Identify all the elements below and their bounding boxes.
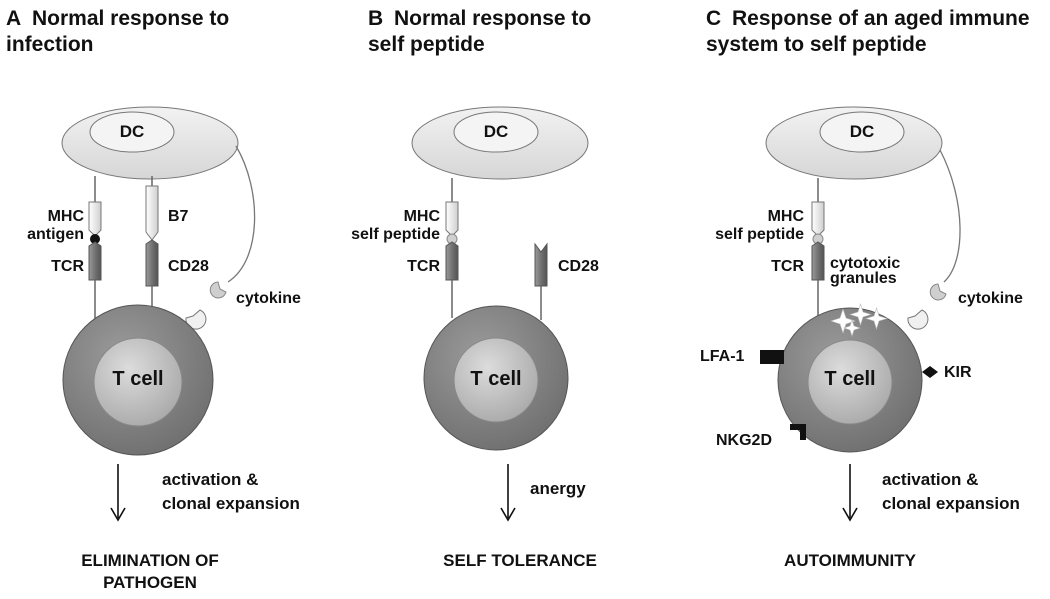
b7-label-a: B7 — [168, 208, 189, 225]
dc-nucleus-b — [453, 111, 539, 153]
cd28-label-a: CD28 — [168, 258, 209, 275]
mhc-label-a: MHC antigen — [27, 208, 84, 243]
outcome-a: ELIMINATION OF PATHOGEN — [81, 551, 219, 592]
t-cell-label-c: T cell — [824, 368, 876, 390]
outcome-b: SELF TOLERANCE — [443, 551, 597, 570]
granules-label-c: cytotoxic granules — [830, 255, 901, 287]
dc-nucleus-c — [819, 111, 905, 153]
cytokine-a — [209, 281, 227, 299]
arrow-label-c: activation & clonal expansion — [882, 470, 1020, 513]
dc-nucleus-a — [89, 111, 175, 153]
nkg2d-icon — [790, 424, 806, 440]
tcr-b — [445, 241, 459, 281]
panel-c-letter: C — [706, 7, 722, 30]
mhc-molecule-b — [445, 201, 459, 237]
t-cell-label-b: T cell — [470, 368, 522, 390]
panel-a-letter: A — [6, 7, 22, 30]
tcr-label-b: TCR — [407, 258, 440, 275]
outcome-c: AUTOIMMUNITY — [784, 551, 916, 570]
t-cell-nucleus-b — [453, 337, 539, 423]
panel-a-graphics — [61, 106, 256, 522]
kir-icon — [922, 366, 938, 378]
cytokine-c — [929, 283, 947, 301]
tcr-c — [811, 241, 825, 281]
mhc-molecule-c — [811, 201, 825, 237]
arrow-label-a: activation & clonal expansion — [162, 470, 300, 513]
cd28-b — [534, 242, 548, 287]
dc-label-a: DC — [119, 122, 145, 141]
cytotoxic-granules-icon — [830, 302, 889, 337]
tcr-label-c: TCR — [771, 258, 804, 275]
cd28-a — [145, 239, 159, 287]
cd28-label-b: CD28 — [558, 258, 599, 275]
tcr-a — [88, 241, 102, 281]
mhc-label-c: MHC self peptide — [715, 208, 804, 243]
t-cell-nucleus-a — [93, 337, 183, 427]
panel-b-letter: B — [368, 7, 384, 30]
panel-b-graphics — [411, 106, 589, 522]
t-cell-nucleus-c — [807, 339, 893, 425]
tcr-label-a: TCR — [51, 258, 84, 275]
dc-label-c: DC — [849, 122, 875, 141]
nkg2d-label-c: NKG2D — [716, 432, 773, 449]
lfa1-icon — [760, 350, 784, 364]
cytokine-label-a: cytokine — [236, 290, 301, 307]
cytokine-label-c: cytokine — [958, 290, 1023, 307]
t-cell-label-a: T cell — [112, 368, 164, 390]
antigen-a — [90, 234, 100, 244]
arrow-label-b: anergy — [530, 479, 586, 498]
mhc-molecule-a — [88, 201, 102, 237]
kir-label-c: KIR — [944, 364, 972, 381]
lfa1-label-c: LFA-1 — [700, 348, 745, 365]
panel-a-title-text: Normal response to infection — [6, 7, 230, 56]
panel-c-title-text: Response of an aged immune system to sel… — [706, 7, 1030, 56]
cytokine-receptor-c — [907, 309, 929, 330]
panel-b-title-text: Normal response to self peptide — [368, 7, 592, 56]
panel-c-graphics — [760, 106, 961, 522]
dc-label-b: DC — [483, 122, 509, 141]
b7-molecule-a — [145, 185, 159, 241]
mhc-label-b: MHC self peptide — [351, 208, 440, 243]
